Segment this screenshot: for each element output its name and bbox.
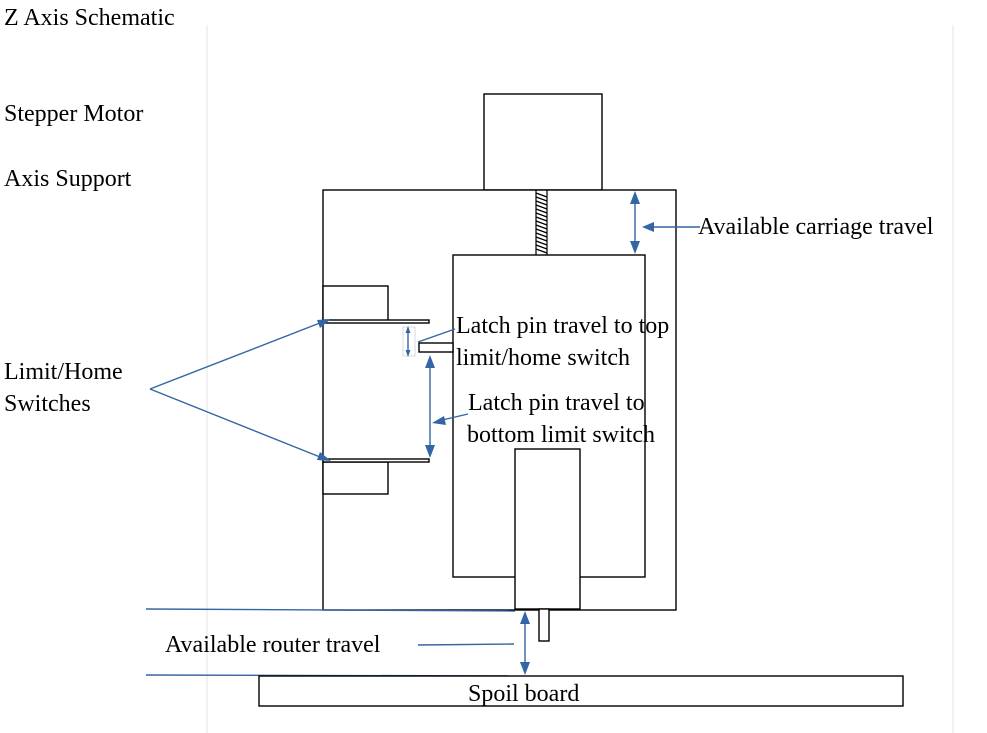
router-reference-line-top (145, 608, 516, 612)
latch-top-travel-arrow (402, 326, 416, 357)
latch-top-label-line1: Latch pin travel to top (456, 313, 669, 339)
router-box (514, 448, 581, 610)
carriage-travel-leader (642, 222, 700, 232)
stepper-motor-label: Stepper Motor (4, 101, 143, 127)
bottom-switch-mount (322, 461, 389, 495)
lead-screw (535, 190, 548, 255)
top-switch-mount (322, 285, 389, 322)
spoil-board (258, 675, 904, 707)
latch-top-label-line2: limit/home switch (456, 345, 630, 371)
router-bit (538, 608, 550, 642)
limit-switch-leaders (149, 319, 331, 461)
carriage-travel-label: Available carriage travel (698, 214, 934, 240)
latch-bottom-travel-arrow (425, 355, 435, 458)
latch-bottom-leader (432, 413, 469, 425)
limit-home-label-line1: Limit/Home (4, 359, 123, 385)
stepper-motor-box (483, 93, 603, 191)
diagram-title: Z Axis Schematic (4, 5, 175, 31)
latch-pin (418, 342, 454, 353)
router-travel-arrow (520, 611, 530, 675)
latch-bottom-label-line1: Latch pin travel to (468, 390, 645, 416)
latch-top-leader (417, 328, 456, 343)
router-travel-leader (417, 643, 515, 646)
spoil-board-label: Spoil board (468, 681, 579, 707)
router-travel-label: Available router travel (165, 632, 381, 658)
carriage-travel-arrow (630, 191, 640, 254)
top-limit-switch-lever (322, 319, 430, 324)
latch-bottom-label-line2: bottom limit switch (467, 422, 655, 448)
limit-home-label-line2: Switches (4, 391, 91, 417)
bottom-limit-switch-lever (322, 458, 430, 463)
axis-support-label: Axis Support (4, 166, 132, 192)
